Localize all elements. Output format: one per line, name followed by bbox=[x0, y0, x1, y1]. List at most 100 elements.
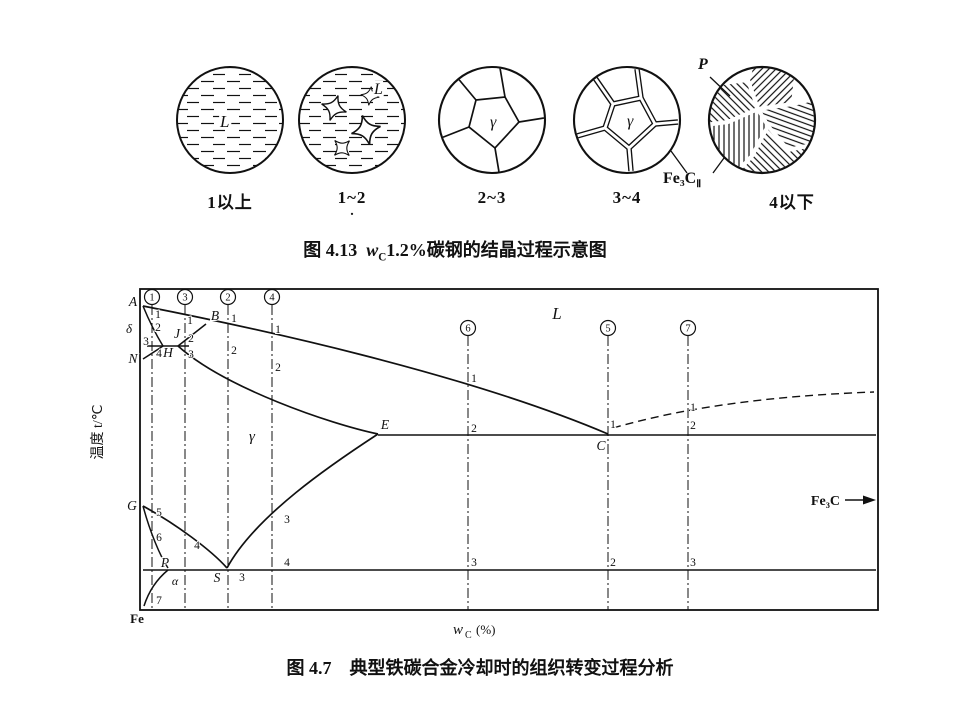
caption-413-sub: C bbox=[378, 251, 387, 264]
fe3c-arrow bbox=[845, 495, 876, 505]
delta-gamma-boundary-NH bbox=[142, 345, 164, 360]
region-label-L: L bbox=[551, 304, 561, 323]
stage-block-liquid: L 1以上 bbox=[174, 64, 286, 213]
stage-marker-2: 2 bbox=[155, 322, 161, 334]
alloy-number-4: 4 bbox=[269, 293, 275, 304]
stage-marker-1: 1 bbox=[275, 324, 281, 336]
caption-413-text: 1.2%碳钢的结晶过程示意图 bbox=[386, 240, 607, 260]
annotation-pointer-lines bbox=[670, 76, 731, 174]
stage-marker-2: 2 bbox=[690, 420, 696, 432]
stage-caption-3: 2~3 bbox=[477, 188, 507, 207]
stage-marker-1: 1 bbox=[471, 373, 477, 385]
stage-marker-2: 2 bbox=[188, 333, 194, 345]
stage-block-austenite: γ 2~3 bbox=[436, 64, 548, 208]
stage-marker-3: 3 bbox=[471, 557, 477, 569]
alloy-number-circle-4 bbox=[263, 288, 281, 306]
stage-block-austenite-cementite: γ 3~4 bbox=[571, 64, 683, 208]
stage-marker-4: 4 bbox=[156, 348, 162, 360]
origin-label-fe: Fe bbox=[130, 611, 144, 626]
alloy-number-7: 7 bbox=[685, 324, 690, 335]
circle-outline bbox=[572, 65, 682, 175]
diagram-frame-and-curves bbox=[139, 288, 879, 611]
stage-marker-3: 3 bbox=[284, 514, 290, 526]
stage-marker-1: 1 bbox=[187, 315, 193, 327]
point-label-S: S bbox=[214, 570, 221, 585]
stage-block-dendrites: L 1~2 . bbox=[296, 64, 408, 219]
circle-outline bbox=[707, 65, 817, 175]
fe3c2-subscript: Ⅱ bbox=[696, 179, 702, 191]
stage-marker-2: 2 bbox=[471, 423, 477, 435]
region-label-γ: γ bbox=[249, 429, 256, 445]
grain-boundaries bbox=[440, 68, 544, 172]
acm-curve-ES bbox=[226, 433, 379, 569]
stage-caption-2: 1~2 bbox=[337, 188, 367, 207]
stage-marker-2: 2 bbox=[610, 557, 616, 569]
stage-marker-3: 3 bbox=[690, 557, 696, 569]
metastable-liquidus-dashed bbox=[612, 391, 875, 429]
point-label-A: A bbox=[128, 294, 138, 309]
point-label-G: G bbox=[127, 498, 137, 513]
stage-caption-5: 4以下 bbox=[769, 193, 815, 212]
stage-marker-3: 3 bbox=[143, 336, 149, 348]
p-pointer-line bbox=[709, 76, 731, 97]
stage-circle-pearlite bbox=[707, 65, 817, 175]
figure-4-7-caption: 图 4.7 典型铁碳合金冷却时的组织转变过程分析 bbox=[286, 658, 674, 678]
a3-curve-GS bbox=[142, 505, 228, 569]
stage-block-pearlite: 4以下 bbox=[706, 64, 818, 213]
point-label-P: P bbox=[160, 555, 169, 570]
point-label-J: J bbox=[174, 326, 181, 341]
fe3c-arrow-label: Fe₃C bbox=[811, 494, 840, 509]
axis-labels: 温度 t/℃ w C (%) Fe Fe₃C bbox=[90, 404, 840, 641]
stage-circle-austenite-cementite: γ bbox=[572, 65, 682, 175]
stage-marker-6: 6 bbox=[156, 532, 162, 544]
liquidus-curve-AC bbox=[142, 305, 609, 435]
alloy-number-circle-3 bbox=[176, 288, 194, 306]
stage-marker-3: 3 bbox=[239, 572, 245, 584]
liquid-label: L bbox=[373, 81, 383, 98]
figure-4-13-caption: 图 4.13 wC1.2%碳钢的结晶过程示意图 bbox=[0, 236, 960, 264]
x-axis-symbol: w bbox=[453, 622, 463, 638]
circle-outline bbox=[176, 66, 284, 174]
fe3c2-annotation-label: Fe₃CⅡ bbox=[663, 170, 701, 190]
solvus-PQ bbox=[143, 569, 169, 607]
point-label-B: B bbox=[211, 308, 219, 323]
point-label-C: C bbox=[596, 438, 606, 453]
stage-marker-1: 1 bbox=[155, 309, 161, 321]
point-label-E: E bbox=[380, 417, 390, 432]
caption-413-number: 图 4.13 bbox=[303, 240, 358, 260]
stage-marker-2: 2 bbox=[231, 345, 237, 357]
alloy-number-circle-1 bbox=[143, 288, 161, 306]
stage-marker-1: 1 bbox=[610, 419, 616, 431]
alpha-boundary-GP bbox=[142, 505, 169, 569]
stage-marker-1: 1 bbox=[690, 402, 696, 414]
y-axis-label: 温度 t/℃ bbox=[90, 404, 106, 459]
alloy-number-1: 1 bbox=[149, 293, 154, 304]
stage-marker-2: 2 bbox=[275, 362, 281, 374]
stage-circle-austenite: γ bbox=[437, 65, 547, 175]
caption-413-w: w bbox=[366, 240, 379, 260]
alloy-number-circle-6 bbox=[459, 319, 477, 337]
circle-outline bbox=[437, 65, 547, 175]
fe3c2-text: Fe₃C bbox=[663, 170, 697, 187]
stage-caption-2-mark: . bbox=[350, 204, 354, 219]
region-label-α: α bbox=[172, 574, 179, 588]
stage-marker-4: 4 bbox=[284, 557, 290, 569]
alloy-number-circle-2 bbox=[219, 288, 237, 306]
fe3c2-pointer-line-left bbox=[670, 150, 688, 174]
liquid-label: L bbox=[219, 112, 229, 131]
point-label-H: H bbox=[162, 345, 174, 360]
alloy-number-3: 3 bbox=[182, 293, 187, 304]
fe3c-arrow-head bbox=[863, 495, 876, 505]
stage-marker-7: 7 bbox=[156, 595, 162, 607]
alloy-number-circle-7 bbox=[679, 319, 697, 337]
fe3c2-pointer-line-right bbox=[712, 157, 725, 174]
x-axis-unit: (%) bbox=[476, 622, 496, 637]
stage-caption-1: 1以上 bbox=[207, 193, 253, 212]
diagram-border bbox=[139, 288, 879, 611]
stage-marker-4: 4 bbox=[194, 540, 200, 552]
region-label-δ: δ bbox=[126, 321, 133, 336]
stage-caption-4: 3~4 bbox=[612, 188, 642, 207]
stage-marker-3: 3 bbox=[188, 349, 194, 361]
